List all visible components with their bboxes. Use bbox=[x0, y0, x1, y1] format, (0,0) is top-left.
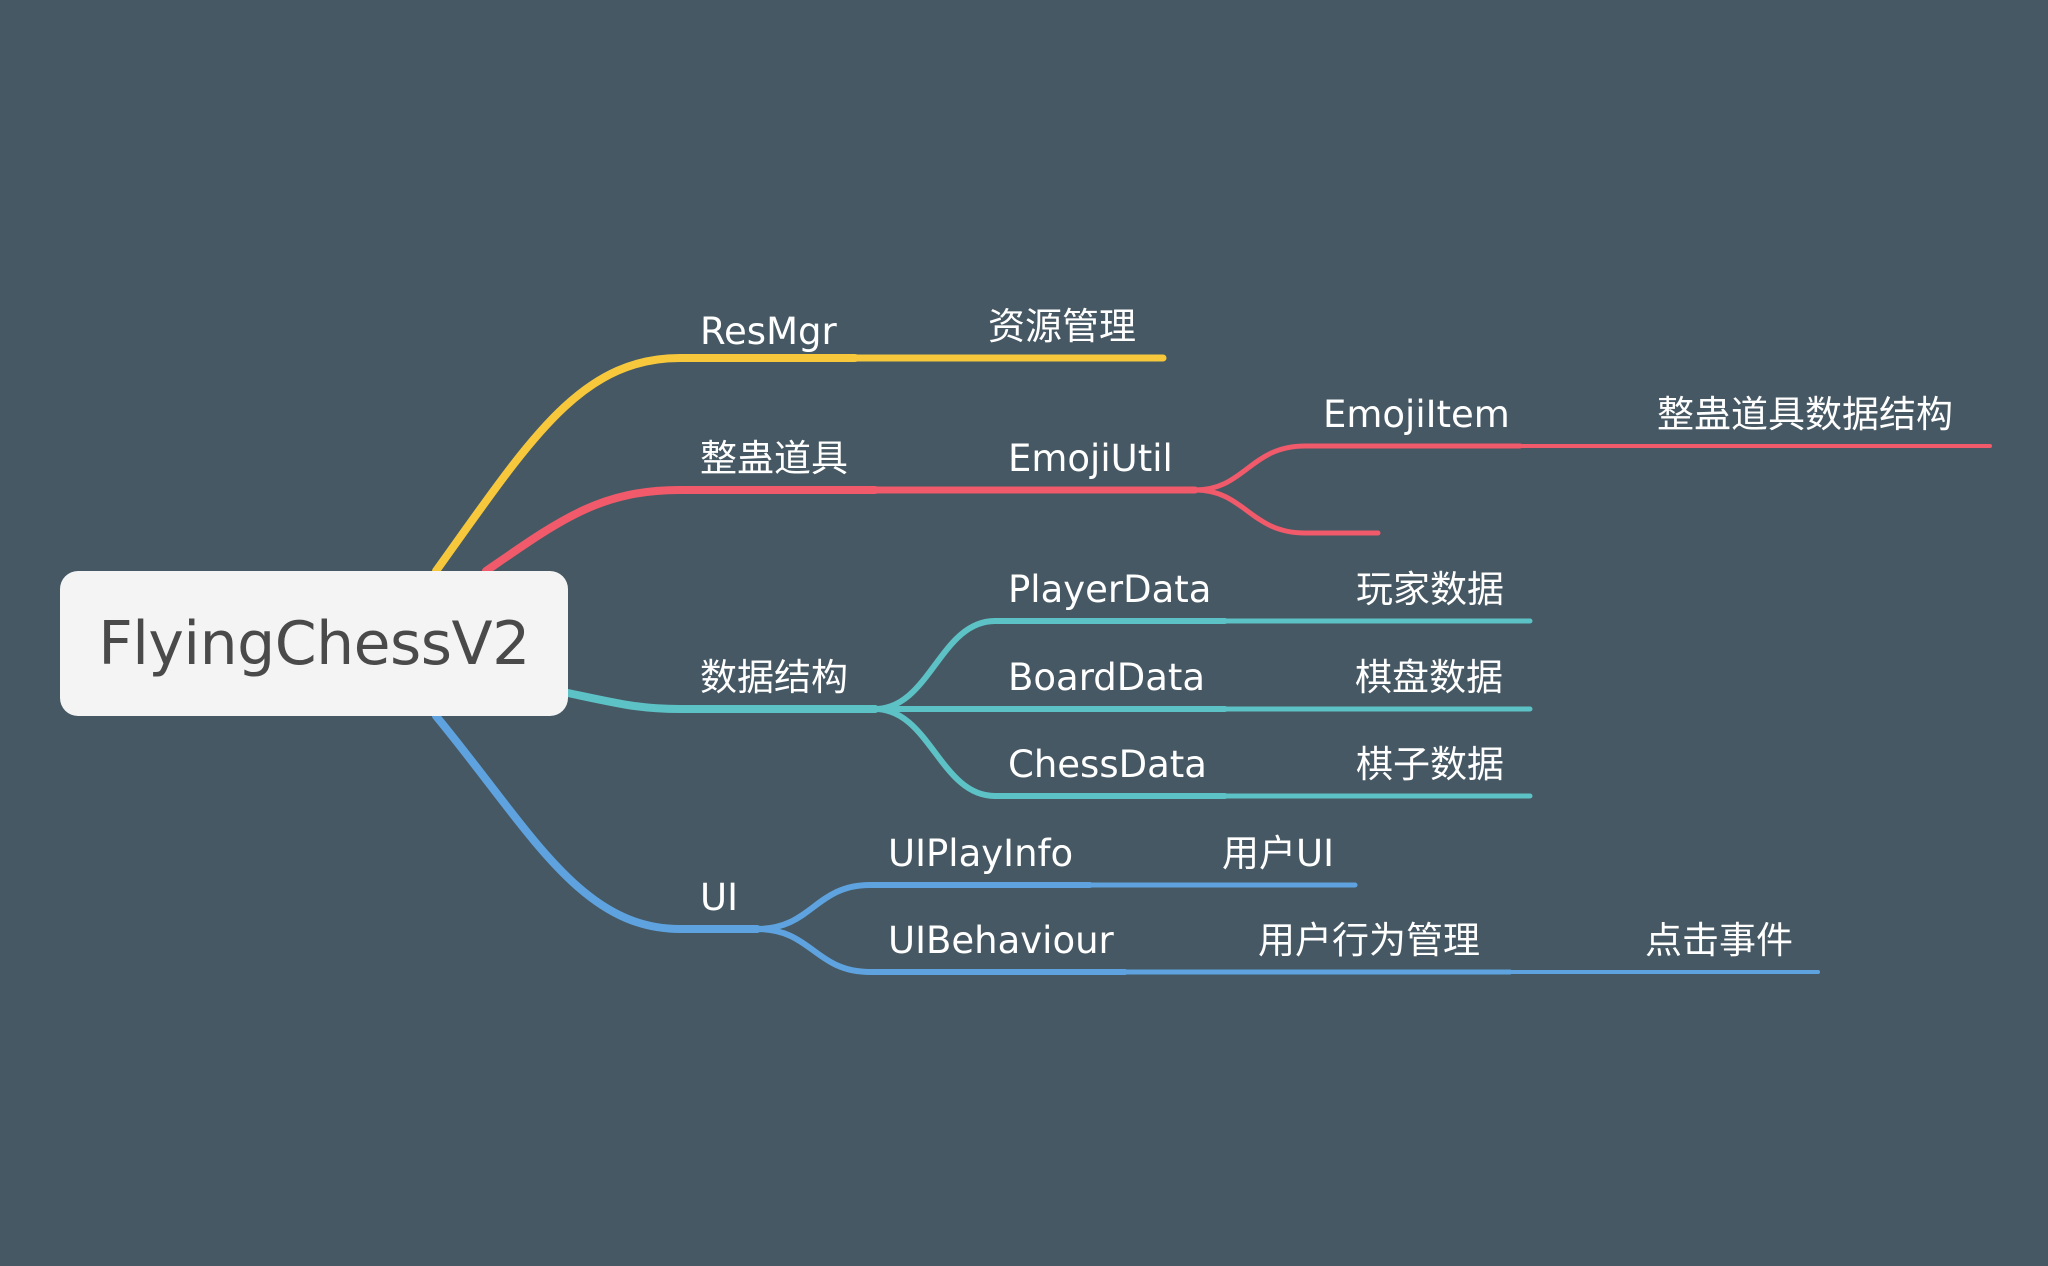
link-root-data bbox=[564, 689, 879, 713]
topic-resmgr-desc[interactable]: 资源管理 bbox=[988, 305, 1136, 348]
topic-uiplayinfo-desc[interactable]: 用户UI bbox=[1222, 832, 1334, 875]
topic-data[interactable]: 数据结构 bbox=[700, 656, 848, 699]
topic-emojiutil[interactable]: EmojiUtil bbox=[1008, 437, 1173, 480]
topic-chessdata-desc[interactable]: 棋子数据 bbox=[1356, 743, 1504, 786]
topic-uibehaviour[interactable]: UIBehaviour bbox=[888, 919, 1114, 962]
topic-props[interactable]: 整蛊道具 bbox=[700, 437, 848, 480]
link-emojiutil-emojiitem bbox=[1192, 443, 1523, 493]
root-topic[interactable]: FlyingChessV2 bbox=[60, 571, 568, 716]
link-emojiutil-empty bbox=[1192, 487, 1381, 536]
link-root-ui bbox=[432, 712, 761, 933]
topic-ui[interactable]: UI bbox=[700, 876, 738, 919]
topic-emojiitem-desc[interactable]: 整蛊道具数据结构 bbox=[1657, 393, 1953, 436]
link-data-playerdata bbox=[872, 618, 1228, 712]
topic-uibehaviour-detail[interactable]: 点击事件 bbox=[1645, 919, 1793, 962]
topic-playerdata[interactable]: PlayerData bbox=[1008, 568, 1212, 611]
topic-boarddata[interactable]: BoardData bbox=[1008, 656, 1206, 699]
root-topic-label: FlyingChessV2 bbox=[98, 608, 530, 679]
topic-boarddata-desc[interactable]: 棋盘数据 bbox=[1355, 656, 1503, 699]
topic-chessdata[interactable]: ChessData bbox=[1008, 743, 1207, 786]
link-ui-uiplayinfo bbox=[754, 882, 1093, 932]
topic-resmgr[interactable]: ResMgr bbox=[700, 310, 837, 353]
topic-uibehaviour-desc[interactable]: 用户行为管理 bbox=[1258, 919, 1480, 962]
link-data-chessdata bbox=[872, 706, 1228, 799]
link-root-props bbox=[482, 486, 879, 575]
topic-uiplayinfo[interactable]: UIPlayInfo bbox=[888, 832, 1074, 875]
link-ui-uibehaviour bbox=[754, 926, 1128, 975]
topic-playerdata-desc[interactable]: 玩家数据 bbox=[1356, 568, 1504, 611]
topic-emojiitem[interactable]: EmojiItem bbox=[1323, 393, 1510, 436]
link-root-resmgr bbox=[432, 354, 859, 575]
